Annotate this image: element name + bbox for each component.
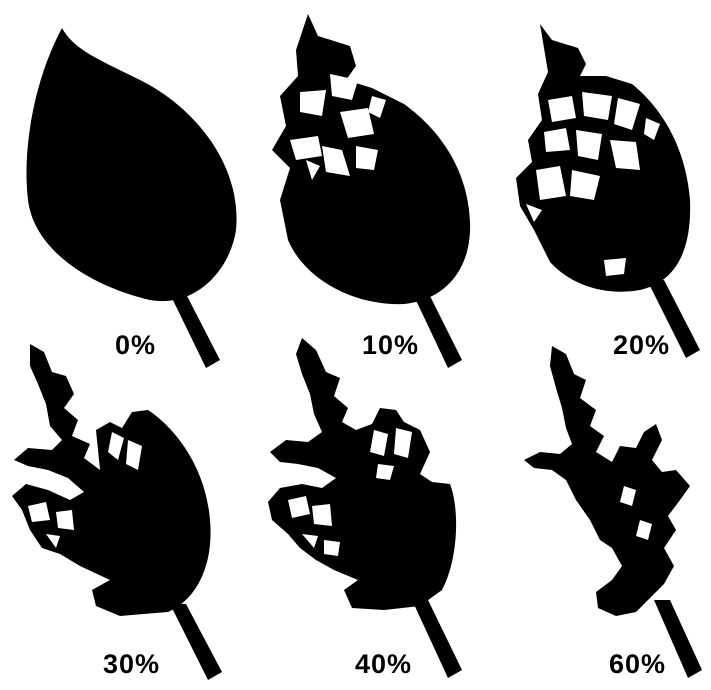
leaf-60-percent xyxy=(524,346,702,678)
leaf-hole xyxy=(536,166,566,200)
leaf-hole xyxy=(108,432,124,460)
leaf-hole xyxy=(548,96,576,122)
leaf-hole xyxy=(376,464,394,480)
leaf-hole xyxy=(322,146,350,176)
damage-label-40: 40% xyxy=(355,649,413,679)
damage-label-30: 30% xyxy=(103,649,161,679)
leaf-0-percent xyxy=(26,28,237,368)
leaf-hole xyxy=(312,504,332,526)
leaf-stem xyxy=(412,600,462,678)
leaf-hole xyxy=(300,90,326,116)
leaf-hole xyxy=(570,170,600,200)
leaf-10-percent xyxy=(272,14,471,368)
damage-label-10: 10% xyxy=(362,330,420,360)
leaf-stem xyxy=(170,294,220,368)
leaf-blade xyxy=(12,344,211,616)
leaf-40-percent xyxy=(268,338,462,678)
leaf-hole xyxy=(340,108,374,138)
leaf-hole xyxy=(644,118,660,140)
leaf-hole xyxy=(604,258,626,276)
leaf-hole xyxy=(544,128,570,152)
leaf-hole xyxy=(290,136,322,160)
leaf-hole xyxy=(620,486,636,506)
leaf-blade xyxy=(26,28,237,302)
leaf-stem xyxy=(648,280,700,358)
leaf-stem xyxy=(414,296,462,368)
leaf-hole xyxy=(302,534,318,548)
leaf-hole xyxy=(356,146,378,170)
leaf-hole xyxy=(636,520,652,540)
leaf-blade xyxy=(268,338,457,610)
leaf-30-percent xyxy=(12,344,222,680)
leaf-hole xyxy=(610,140,640,170)
leaf-hole xyxy=(56,510,74,530)
leaf-hole xyxy=(614,98,640,130)
leaf-20-percent xyxy=(516,24,700,358)
damage-label-20: 20% xyxy=(613,330,671,360)
leaf-hole xyxy=(526,204,542,222)
leaf-blade xyxy=(516,24,691,292)
leaf-hole xyxy=(324,540,340,556)
leaf-hole xyxy=(576,130,602,160)
damage-label-0: 0% xyxy=(115,330,157,360)
leaf-hole xyxy=(288,496,310,518)
leaf-blade xyxy=(524,346,690,616)
leaf-hole xyxy=(368,96,386,118)
leaf-stem xyxy=(654,600,702,678)
leaf-hole xyxy=(330,74,358,100)
leaf-stem xyxy=(170,604,222,680)
leaf-hole xyxy=(126,440,142,470)
leaf-hole xyxy=(582,92,612,120)
leaf-hole xyxy=(46,534,60,548)
leaf-hole xyxy=(28,502,50,522)
leaf-hole xyxy=(306,160,320,180)
leaf-hole xyxy=(394,428,412,458)
leaf-hole xyxy=(370,430,388,456)
damage-label-60: 60% xyxy=(609,649,667,679)
